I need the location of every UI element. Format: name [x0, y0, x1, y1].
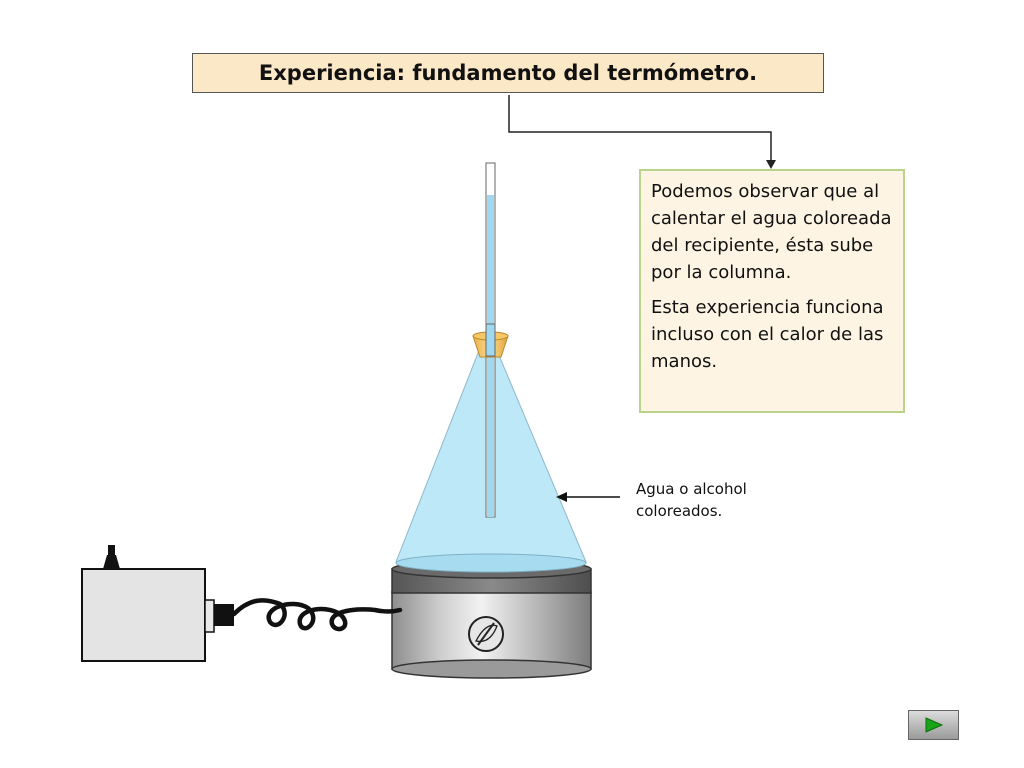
liquid-pointer-arrow [556, 492, 620, 502]
page-title: Experiencia: fundamento del termómetro. [192, 53, 824, 93]
liquid-label: Agua o alcohol coloreados. [636, 480, 747, 520]
heater-dial-icon [468, 616, 504, 652]
play-right-icon [925, 717, 943, 733]
power-supply-box [81, 545, 234, 662]
explanation-paragraph: Esta experiencia funciona incluso con el… [651, 297, 884, 372]
explanation-paragraph: Podemos observar que al calentar el agua… [651, 181, 892, 283]
next-slide-button[interactable] [908, 710, 959, 740]
explanation-box: Podemos observar que al calentar el agua… [639, 169, 905, 413]
power-cable [231, 598, 403, 632]
connector-arrow [508, 95, 776, 169]
cork-stopper [472, 323, 509, 358]
